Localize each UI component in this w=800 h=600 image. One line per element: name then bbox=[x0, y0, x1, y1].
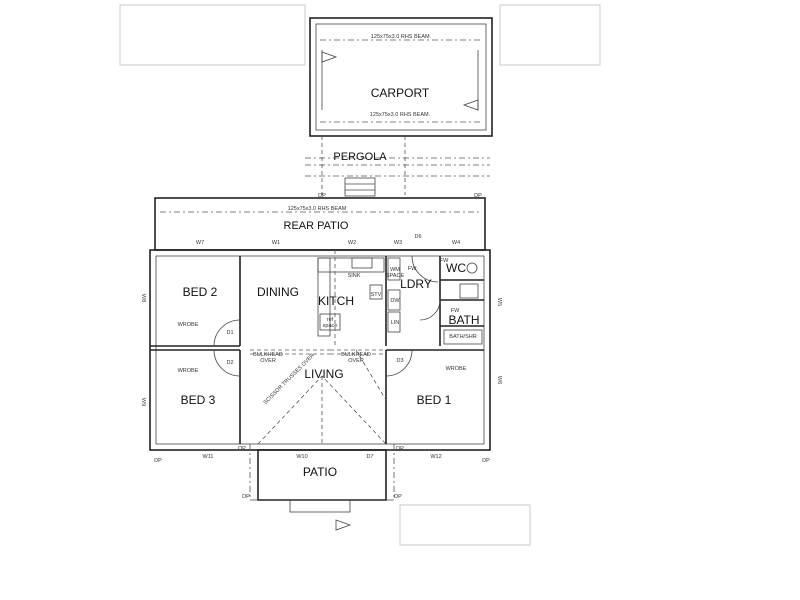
kitchen-label: KITCH bbox=[318, 294, 354, 308]
bath-shower-label: BATH/SHR bbox=[449, 334, 476, 340]
door-label: D3 bbox=[396, 358, 403, 364]
post-label: DP bbox=[238, 446, 246, 452]
carport-label: CARPORT bbox=[371, 86, 430, 100]
rear-patio: 125x75x3.0 RHS BEAM REAR PATIO DP DP bbox=[154, 193, 486, 251]
bed2-label: BED 2 bbox=[183, 285, 218, 299]
living-label: LIVING bbox=[304, 367, 343, 381]
rear-patio-beam-label: 125x75x3.0 RHS BEAM bbox=[288, 206, 347, 212]
linen-label: LIN bbox=[391, 320, 400, 326]
laundry-label: LDRY bbox=[400, 277, 432, 291]
carport: 125x75x3.0 RHS BEAM. CARPORT 125x75x3.0 … bbox=[309, 17, 493, 137]
post-label: DP bbox=[318, 193, 326, 199]
front-patio: PATIO DP DP DP DP bbox=[238, 444, 404, 531]
bed1-label: BED 1 bbox=[417, 393, 452, 407]
window-label: W7 bbox=[196, 240, 204, 246]
floor-waste-label: FW bbox=[440, 258, 449, 264]
wardrobe-note: WROBE bbox=[178, 322, 199, 328]
pergola: PERGOLA bbox=[305, 136, 490, 197]
bed3-label: BED 3 bbox=[181, 393, 216, 407]
floor-waste-label: FW bbox=[451, 308, 460, 314]
window-label: W3 bbox=[394, 240, 402, 246]
post-label: DP bbox=[394, 494, 402, 500]
window-label: W5 bbox=[496, 298, 502, 306]
dw-label: DW bbox=[390, 298, 400, 304]
front-patio-label: PATIO bbox=[303, 465, 337, 479]
post-label: DP bbox=[482, 458, 490, 464]
house-outline bbox=[149, 249, 491, 451]
pergola-label: PERGOLA bbox=[333, 151, 387, 163]
window-label: W12 bbox=[430, 454, 441, 460]
door-label: D7 bbox=[366, 454, 373, 460]
wardrobe-note: WROBE bbox=[178, 368, 199, 374]
window-label: W10 bbox=[296, 454, 307, 460]
background-artifacts bbox=[119, 4, 601, 546]
sink-label: SINK bbox=[348, 273, 361, 279]
wc-label: WC bbox=[446, 261, 466, 275]
post-label: DP bbox=[242, 494, 250, 500]
dining-label: DINING bbox=[257, 285, 299, 299]
window-label: W9 bbox=[140, 398, 146, 406]
door-swings bbox=[213, 255, 441, 377]
door-label: D2 bbox=[226, 360, 233, 366]
window-label: W1 bbox=[272, 240, 280, 246]
carport-beam-top-label: 125x75x3.0 RHS BEAM. bbox=[371, 34, 432, 40]
post-label: DP bbox=[396, 446, 404, 452]
window-label: W11 bbox=[203, 454, 214, 460]
door-label: D1 bbox=[226, 330, 233, 336]
post-label: DP bbox=[154, 458, 162, 464]
window-label: W8 bbox=[140, 294, 146, 302]
stove-label: STV bbox=[371, 292, 382, 298]
window-label: W6 bbox=[496, 376, 502, 384]
truss-marks bbox=[250, 250, 387, 445]
door-label: D6 bbox=[414, 234, 421, 240]
floor-waste-label: FW bbox=[408, 266, 417, 272]
rear-patio-label: REAR PATIO bbox=[284, 220, 349, 232]
carport-beam-bottom-label: 125x75x3.0 RHS BEAM. bbox=[370, 112, 431, 118]
post-label: DP bbox=[474, 193, 482, 199]
wardrobe-note: WROBE bbox=[446, 366, 467, 372]
window-label: W4 bbox=[452, 240, 460, 246]
bath-label: BATH bbox=[448, 313, 479, 327]
window-label: W2 bbox=[348, 240, 356, 246]
